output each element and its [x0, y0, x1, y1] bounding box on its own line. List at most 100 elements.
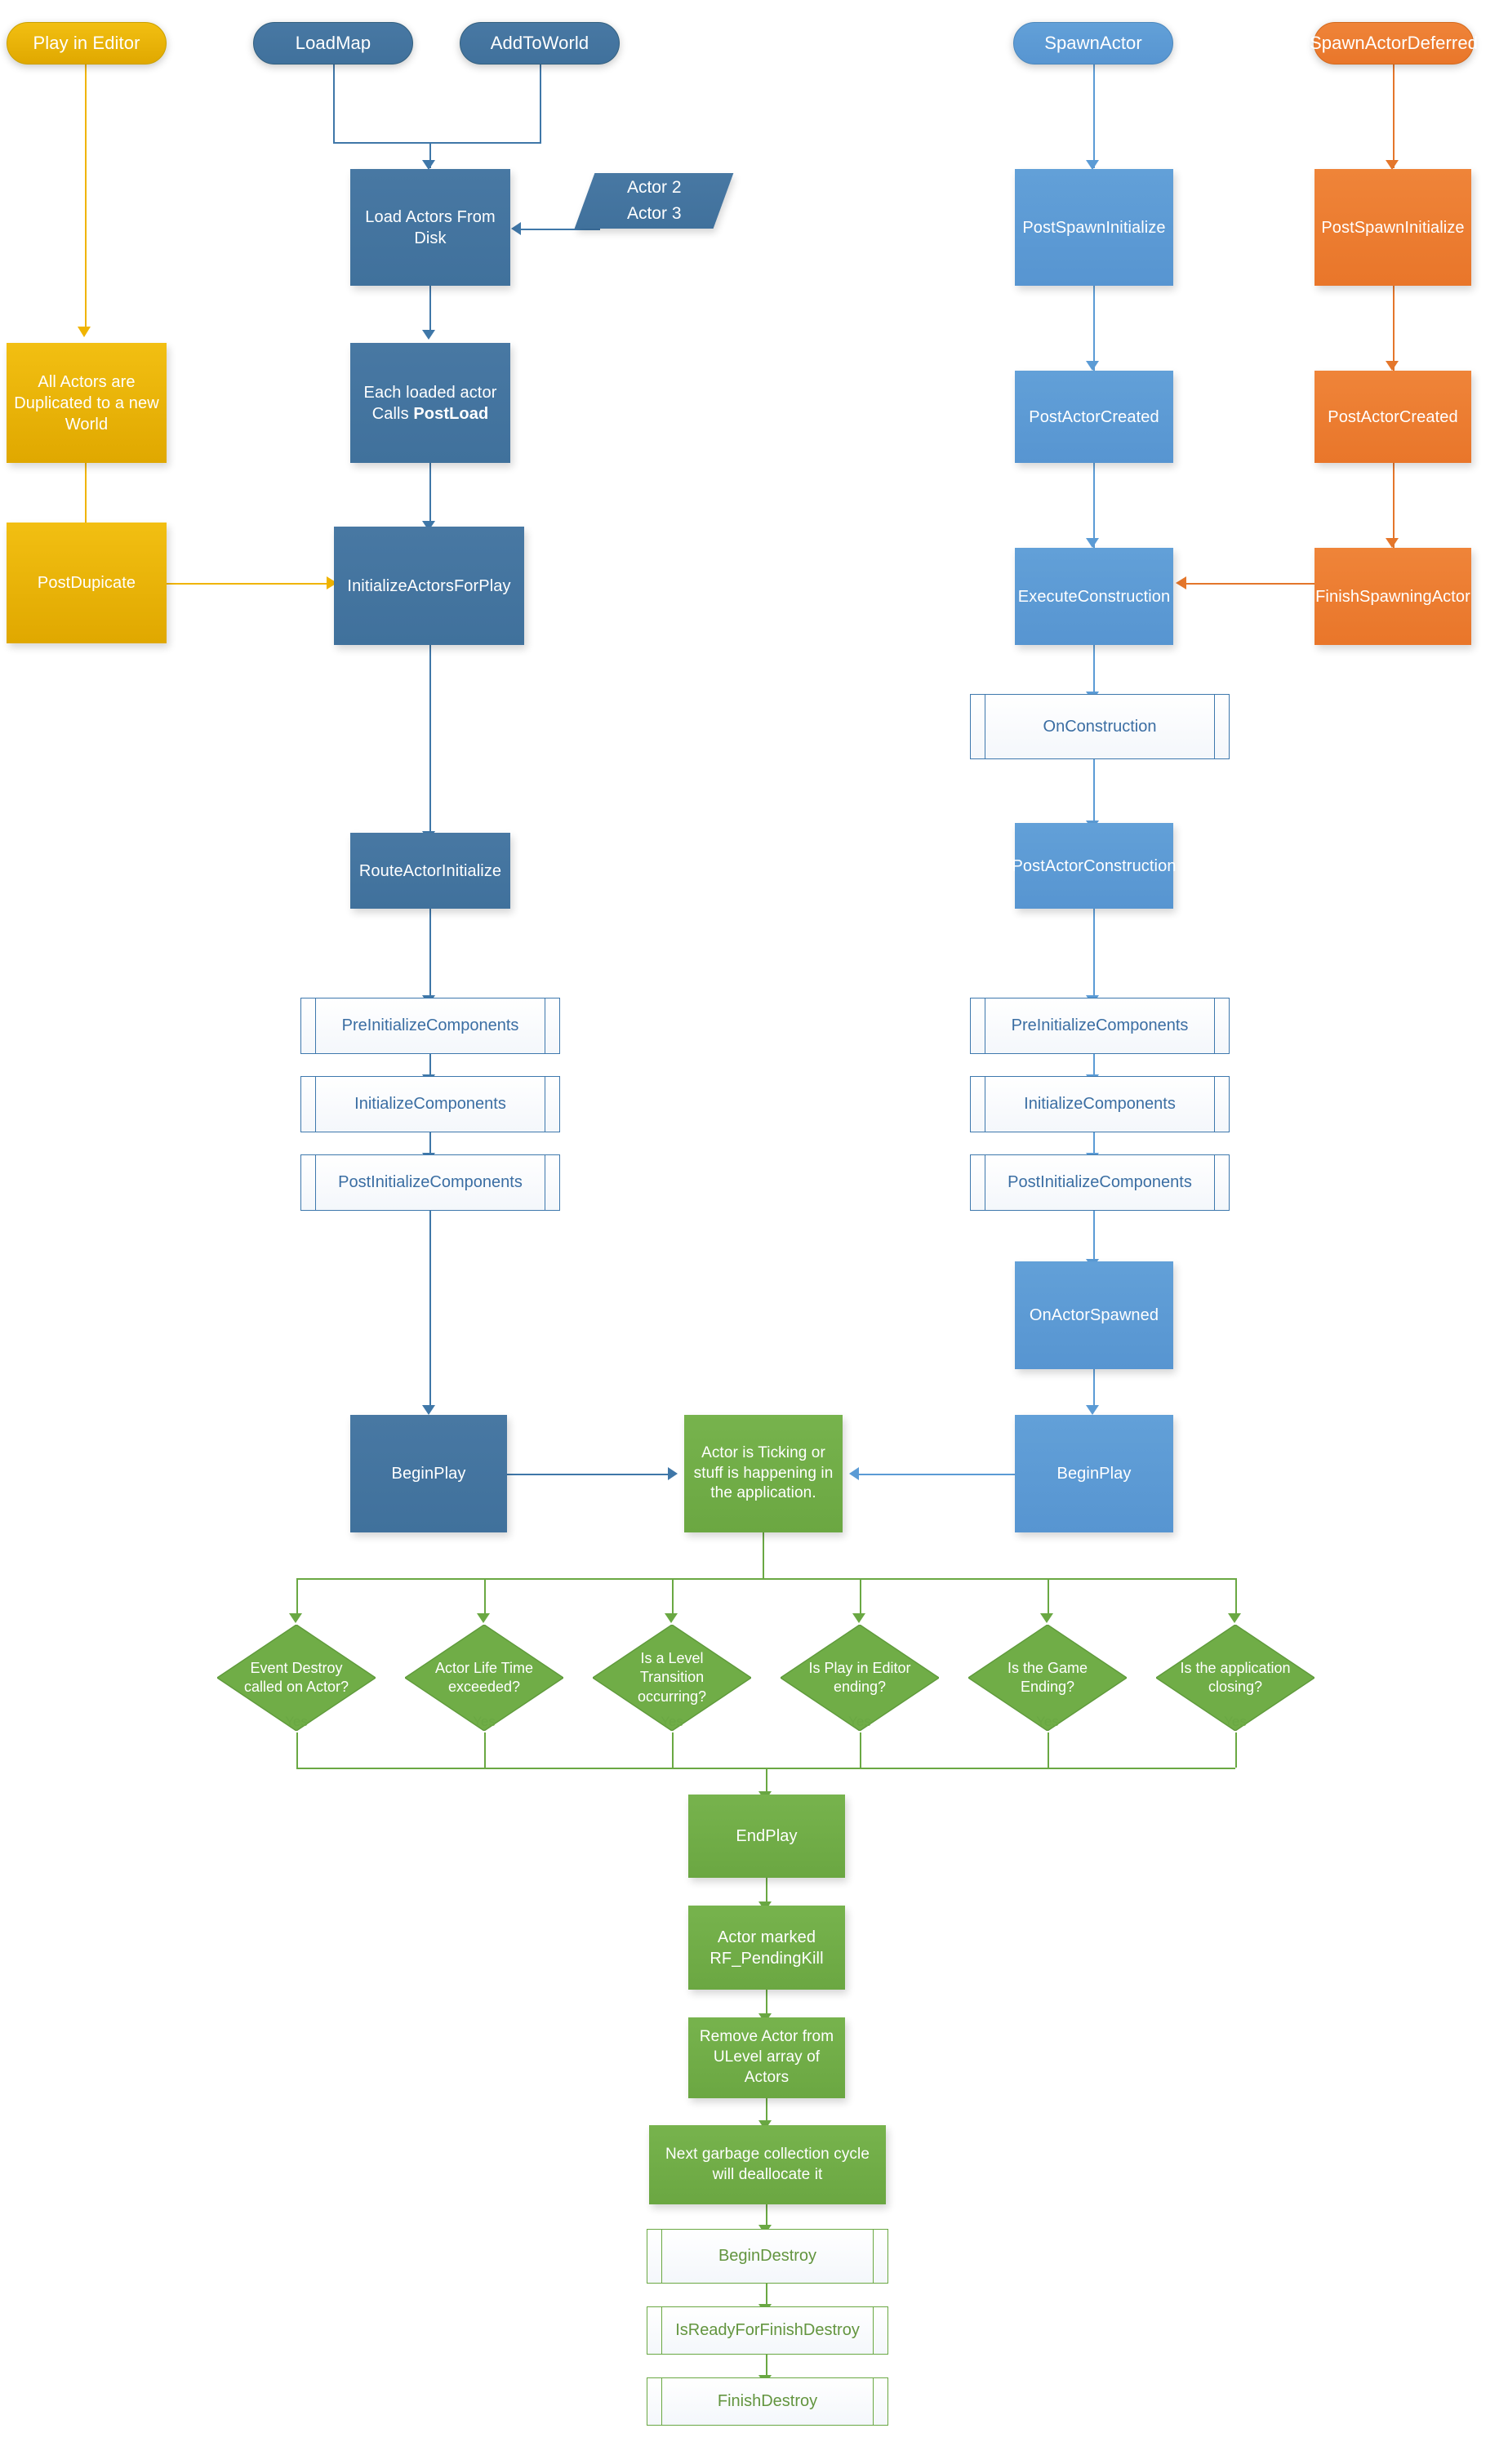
yes-label-5: Yes — [1036, 1714, 1059, 1729]
decision-play-in-editor-ending[interactable]: Is Play in Editor ending? — [781, 1625, 939, 1731]
subroutine-pre-initialize-components-left[interactable]: PreInitializeComponents — [300, 998, 560, 1054]
process-remove-actor-from-ulevel[interactable]: Remove Actor from ULevel array of Actors — [688, 2017, 845, 2098]
subroutine-initialize-components-right[interactable]: InitializeComponents — [970, 1076, 1230, 1132]
arrowhead-postspawn — [1086, 160, 1099, 170]
process-post-actor-construction[interactable]: PostActorConstruction — [1012, 823, 1176, 909]
connector-spawndeferred-to-postspawn — [1393, 64, 1395, 168]
process-load-actors-from-disk[interactable]: Load Actors From Disk — [350, 169, 510, 286]
process-begin-play-left[interactable]: BeginPlay — [350, 1415, 507, 1532]
arrowhead-decision-1 — [289, 1613, 302, 1623]
subroutine-post-initialize-components-left[interactable]: PostInitializeComponents — [300, 1154, 560, 1211]
data-actor-list: Actor 1 Actor 2 Actor 3 ... — [574, 151, 734, 250]
connector-routeinit-to-preinit — [429, 909, 431, 997]
terminator-spawn-actor[interactable]: SpawnActor — [1013, 22, 1173, 64]
subroutine-label: FinishDestroy — [717, 2392, 818, 2410]
decision-label: Is Play in Editor ending? — [808, 1659, 911, 1695]
diamond-shape — [1156, 1625, 1314, 1731]
subroutine-bar-right — [1214, 1077, 1215, 1132]
connector-postload-to-initactors — [429, 462, 431, 523]
connector-preinit-to-init-right — [1093, 1054, 1095, 1077]
decision-game-ending[interactable]: Is the Game Ending? — [968, 1625, 1127, 1731]
connector-postinit-to-onactorspawned — [1093, 1211, 1095, 1261]
connector-actorlist-to-loadactors — [520, 229, 600, 230]
subroutine-post-initialize-components-right[interactable]: PostInitializeComponents — [970, 1154, 1230, 1211]
branch-drop-1 — [296, 1578, 298, 1616]
process-post-spawn-initialize-orange[interactable]: PostSpawnInitialize — [1314, 169, 1471, 286]
subroutine-is-ready-for-finish-destroy[interactable]: IsReadyForFinishDestroy — [647, 2306, 888, 2355]
arrowhead-finishspawning — [1386, 538, 1399, 548]
subroutine-bar-right — [1214, 998, 1215, 1053]
connector-endplay-to-marked — [766, 1878, 767, 1904]
connector-begindestroy-to-isready — [766, 2284, 767, 2306]
connector-gc-to-begindestroy — [766, 2204, 767, 2227]
arrowhead-beginplay-left — [422, 1405, 435, 1415]
process-post-spawn-initialize-blue[interactable]: PostSpawnInitialize — [1015, 169, 1173, 286]
process-finish-spawning-actor[interactable]: FinishSpawningActor — [1314, 548, 1471, 645]
subroutine-label: IsReadyForFinishDestroy — [675, 2321, 860, 2339]
subroutine-bar-right — [873, 2230, 874, 2283]
yes-drop-4b — [860, 1732, 861, 1768]
process-begin-play-right[interactable]: BeginPlay — [1015, 1415, 1173, 1532]
process-end-play[interactable]: EndPlay — [688, 1795, 845, 1878]
yes-drop-5b — [1048, 1732, 1049, 1768]
process-post-actor-created-blue[interactable]: PostActorCreated — [1015, 371, 1173, 463]
process-all-actors-duplicated[interactable]: All Actors are Duplicated to a new World — [7, 343, 167, 463]
decision-event-destroy[interactable]: Event Destroy called on Actor? — [217, 1625, 376, 1731]
arrowhead-decision-4 — [852, 1613, 865, 1623]
arrowhead-loadactors — [422, 160, 435, 170]
arrowhead-decision-6 — [1228, 1613, 1241, 1623]
process-actor-marked-pendingkill[interactable]: Actor marked RF_PendingKill — [688, 1906, 845, 1990]
process-on-actor-spawned[interactable]: OnActorSpawned — [1015, 1261, 1173, 1369]
terminator-spawn-actor-deferred[interactable]: SpawnActorDeferred — [1310, 22, 1478, 64]
subroutine-bar-right — [873, 2307, 874, 2354]
process-initialize-actors-for-play[interactable]: InitializeActorsForPlay — [334, 527, 524, 645]
process-route-actor-initialize[interactable]: RouteActorInitialize — [350, 833, 510, 909]
connector-executeconstruction-to-onconstruction — [1093, 645, 1095, 694]
subroutine-begin-destroy[interactable]: BeginDestroy — [647, 2229, 888, 2284]
subroutine-initialize-components-left[interactable]: InitializeComponents — [300, 1076, 560, 1132]
yes-label-3: Yes — [661, 1714, 683, 1729]
subroutine-label: PostInitializeComponents — [1008, 1173, 1192, 1191]
decision-label: Is a Level Transition occurring? — [637, 1649, 707, 1705]
process-execute-construction[interactable]: ExecuteConstruction — [1015, 548, 1173, 645]
branch-drop-4 — [860, 1578, 861, 1616]
connector-postactorcreated-to-finishspawning — [1393, 463, 1395, 548]
yes-drop-2b — [484, 1732, 486, 1768]
subroutine-label: PreInitializeComponents — [1011, 1016, 1189, 1034]
subroutine-label: PostInitializeComponents — [338, 1173, 523, 1191]
process-post-actor-created-orange[interactable]: PostActorCreated — [1314, 371, 1471, 463]
terminator-load-map[interactable]: LoadMap — [253, 22, 413, 64]
process-post-duplicate[interactable]: PostDupicate — [7, 523, 167, 643]
yes-drop-6b — [1235, 1732, 1237, 1768]
decision-label: Is the application closing? — [1180, 1659, 1291, 1695]
arrowhead-beginplay-right — [1086, 1405, 1099, 1415]
decision-application-closing[interactable]: Is the application closing? — [1156, 1625, 1314, 1731]
connector-marked-to-remove — [766, 1990, 767, 2016]
terminator-add-to-world[interactable]: AddToWorld — [460, 22, 620, 64]
process-actor-is-ticking[interactable]: Actor is Ticking or stuff is happening i… — [684, 1415, 843, 1532]
connector-loadactors-to-postload — [429, 286, 431, 331]
connector-remove-to-gc — [766, 2098, 767, 2123]
branch-drop-2 — [484, 1578, 486, 1616]
connector-isready-to-finishdestroy — [766, 2355, 767, 2377]
arrowhead-decision-3 — [665, 1613, 678, 1623]
subroutine-finish-destroy[interactable]: FinishDestroy — [647, 2377, 888, 2426]
decision-actor-life-time[interactable]: Actor Life Time exceeded? — [405, 1625, 563, 1731]
arrowhead-ticking-left — [668, 1467, 678, 1480]
terminator-play-in-editor[interactable]: Play in Editor — [7, 22, 167, 64]
subroutine-pre-initialize-components-right[interactable]: PreInitializeComponents — [970, 998, 1230, 1054]
arrowhead-postactorcreated — [1086, 361, 1099, 371]
decision-label: Is the Game Ending? — [1007, 1659, 1088, 1695]
yes-label-4: Yes — [848, 1714, 871, 1729]
subroutine-bar-left — [315, 998, 316, 1053]
subroutine-label: InitializeComponents — [354, 1095, 506, 1113]
subroutine-on-construction[interactable]: OnConstruction — [970, 694, 1230, 759]
decision-level-transition[interactable]: Is a Level Transition occurring? — [593, 1625, 751, 1731]
subroutine-bar-left — [315, 1155, 316, 1210]
subroutine-label: OnConstruction — [1043, 717, 1157, 736]
subroutine-label: InitializeComponents — [1024, 1095, 1176, 1113]
connector-postspawn-to-postactorcreated — [1093, 286, 1095, 371]
process-garbage-collection[interactable]: Next garbage collection cycle will deall… — [649, 2125, 886, 2204]
process-each-loaded-actor-postload[interactable]: Each loaded actor Calls PostLoad — [350, 343, 510, 463]
postload-bold: PostLoad — [413, 404, 489, 423]
